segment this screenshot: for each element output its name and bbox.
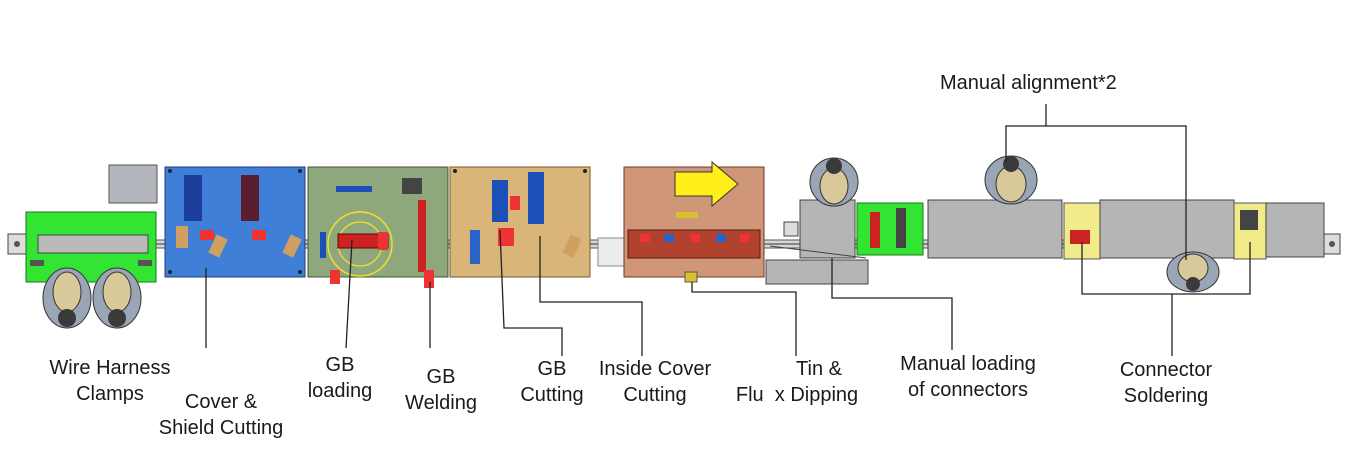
control-box — [108, 164, 158, 204]
left-end-bracket — [7, 233, 29, 255]
label-line: Manual loading — [900, 353, 1036, 375]
label-inside-cover-cutting: Inside Cover Cutting — [588, 356, 722, 408]
operator-figure — [1166, 251, 1220, 293]
label-line: Wire Harness — [49, 357, 171, 379]
label-line: Inside Cover — [598, 358, 712, 380]
label-line: GB — [426, 366, 456, 388]
label-line: Clamps — [76, 383, 144, 405]
label-line: GB — [325, 354, 355, 376]
label-line: Cover & — [184, 391, 258, 413]
label-connector-soldering: Connector Soldering — [1106, 357, 1226, 409]
operator-figure — [984, 155, 1038, 205]
gb-cutting-station — [449, 166, 591, 278]
gb-loading-welding-station — [307, 166, 449, 288]
label-gb-cutting: GB Cutting — [510, 356, 594, 408]
tin-flux-station — [623, 160, 765, 283]
operator-figure — [42, 267, 92, 329]
leader-lines — [205, 104, 1251, 356]
direction-arrow — [674, 160, 739, 208]
label-line: Cutting — [520, 384, 584, 406]
label-line: Soldering — [1123, 385, 1209, 407]
connector-loading-module — [765, 199, 869, 285]
label-wire-harness-clamps: Wire Harness Clamps — [40, 355, 180, 407]
label-line: Tin & — [796, 358, 842, 380]
label-line: Welding — [405, 392, 477, 414]
label-line: Manual alignment*2 — [940, 72, 1117, 94]
label-manual-loading-connectors: Manual loading of connectors — [884, 351, 1052, 403]
end-module — [1265, 202, 1325, 258]
label-line: Shield Cutting — [158, 417, 284, 439]
label-cover-shield-cutting: Cover & Shield Cutting — [146, 389, 296, 441]
label-line: of connectors — [907, 379, 1029, 401]
cover-shield-station — [164, 166, 306, 278]
label-line: Flu x Dipping — [735, 384, 859, 406]
label-line: GB — [537, 358, 567, 380]
transfer-block — [597, 237, 625, 267]
label-gb-welding: GB Welding — [396, 364, 486, 416]
soldering-module — [1099, 199, 1235, 259]
operator-figure — [92, 267, 142, 329]
label-tin-flux-dipping: Tin & Flu x Dipping — [722, 356, 872, 408]
operator-figure — [809, 157, 859, 207]
alignment-block — [856, 202, 924, 256]
soldering-module — [927, 199, 1063, 259]
label-manual-alignment: Manual alignment*2 — [940, 70, 1117, 96]
wire-harness-station — [25, 211, 157, 283]
label-gb-loading: GB loading — [300, 352, 380, 404]
label-line: loading — [307, 380, 373, 402]
right-end-bracket — [1323, 233, 1341, 255]
label-line: Connector — [1119, 359, 1213, 381]
label-line: Cutting — [623, 384, 687, 406]
